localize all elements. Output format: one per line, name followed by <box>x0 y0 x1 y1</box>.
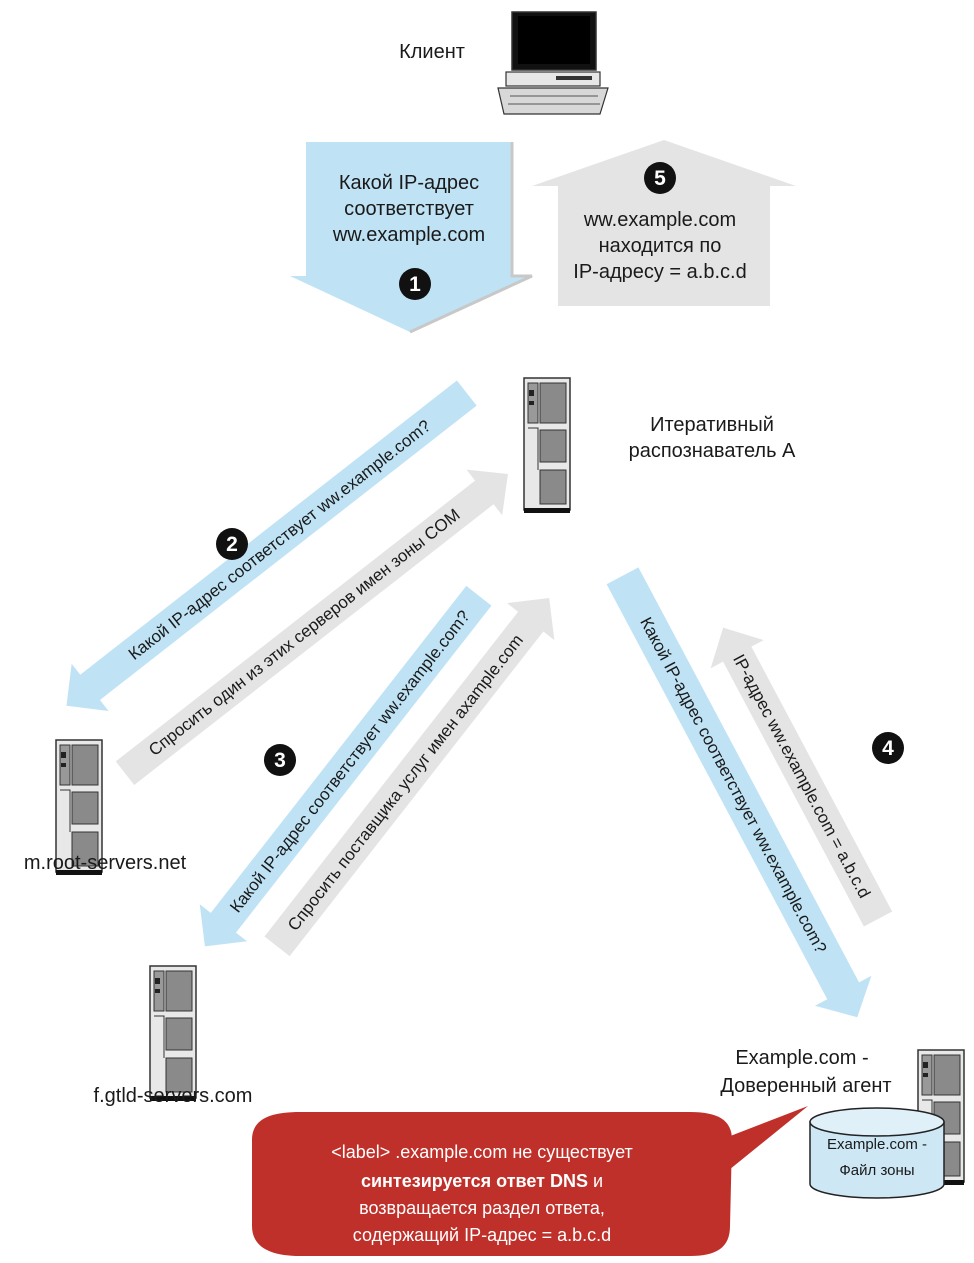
resolver-server-icon <box>523 377 571 514</box>
callout-line1: <label> .example.com не существует <box>331 1142 633 1162</box>
resolver-label-line1: Итеративный <box>650 414 774 436</box>
authority-label-line1: Example.com - <box>735 1047 868 1069</box>
authority-label-line2: Доверенный агент <box>720 1075 891 1097</box>
callout-line2-rest: и <box>588 1171 603 1191</box>
step1-query-arrow <box>290 142 533 334</box>
step4-badge <box>872 732 904 764</box>
client-computer-icon <box>497 11 609 115</box>
zone-file-icon <box>809 1107 945 1199</box>
step3-query-arrow: Какой IP-адрес соответствует ww.example.… <box>199 585 492 947</box>
step5-answer-line3: IP-адресу = a.b.c.d <box>573 261 746 283</box>
resolver-label-line2: распознаватель А <box>629 440 796 462</box>
callout-line2: синтезируется ответ DNS и <box>361 1171 603 1191</box>
step1-number: 1 <box>409 273 421 296</box>
zone-file-label-line1: Example.com - <box>827 1136 927 1153</box>
step1-badge <box>399 268 431 300</box>
client-label: Клиент <box>399 41 465 63</box>
step5-answer-line1: ww.example.com <box>583 209 736 231</box>
step5-badge <box>644 162 676 194</box>
step4-answer-text: IP-адрес ww.example.com = a.b.c.d <box>729 651 874 901</box>
callout-line4: содержащий IP-адрес = a.b.c.d <box>353 1225 611 1245</box>
zone-file-label-line2: Файл зоны <box>839 1162 914 1179</box>
callout-line3: возвращается раздел ответа, <box>359 1198 605 1218</box>
step4-query-arrow: Какой IP-адрес соответствует ww.example.… <box>606 567 872 1018</box>
step3-number: 3 <box>274 749 286 772</box>
root-server-label: m.root-servers.net <box>24 852 187 874</box>
step2-badge <box>216 528 248 560</box>
step2-answer-text: Спросить один из этих серверов имен зоны… <box>145 505 464 760</box>
callout-line2-bold: синтезируется ответ DNS <box>361 1171 588 1191</box>
step1-question-line1: Какой IP-адрес <box>339 172 479 194</box>
step1-question-line3: ww.example.com <box>332 224 485 246</box>
step5-answer-arrow <box>532 140 796 306</box>
gtld-server-label: f.gtld-servers.com <box>94 1085 253 1107</box>
step3-badge <box>264 744 296 776</box>
gtld-server-icon <box>149 965 197 1102</box>
step5-answer-line2: находится по <box>599 235 722 257</box>
step1-question-line2: соответствует <box>344 198 474 220</box>
step2-question-text: Какой IP-адрес соответствует ww.example.… <box>125 416 434 664</box>
step2-number: 2 <box>226 533 238 556</box>
synthesis-callout <box>252 1106 808 1256</box>
step5-number: 5 <box>654 167 666 190</box>
step4-number: 4 <box>882 737 894 760</box>
